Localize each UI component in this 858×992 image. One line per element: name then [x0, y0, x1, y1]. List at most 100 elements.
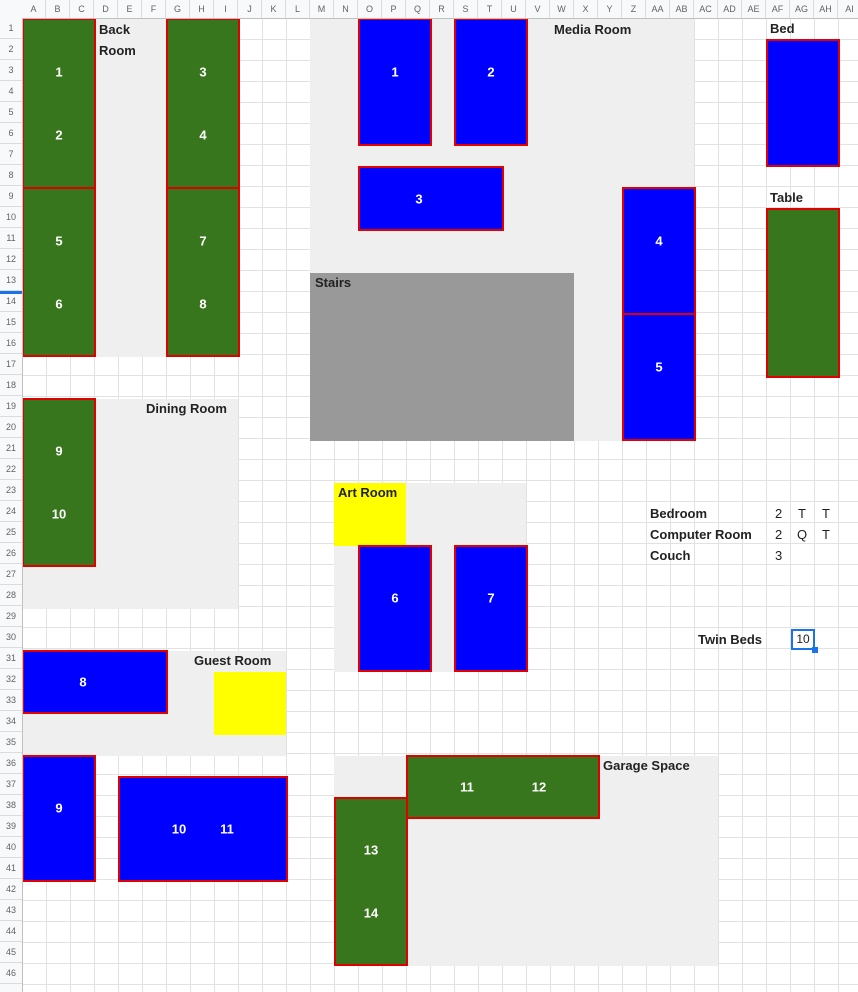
column-header-e[interactable]: E — [118, 0, 142, 18]
column-header-g[interactable]: G — [166, 0, 190, 18]
row-header-19[interactable]: 19 — [0, 396, 22, 417]
row-header-22[interactable]: 22 — [0, 459, 22, 480]
summary-bedroom-count[interactable]: 2 — [775, 506, 783, 521]
row-header-39[interactable]: 39 — [0, 816, 22, 837]
row-header-14[interactable]: 14 — [0, 291, 22, 312]
row-header-29[interactable]: 29 — [0, 606, 22, 627]
row-header-36[interactable]: 36 — [0, 753, 22, 774]
column-header-j[interactable]: J — [238, 0, 262, 18]
row-header-24[interactable]: 24 — [0, 501, 22, 522]
row-header-45[interactable]: 45 — [0, 942, 22, 963]
column-header-af[interactable]: AF — [766, 0, 790, 18]
summary-computer-label[interactable]: Computer Room — [650, 527, 752, 542]
summary-computer-c1[interactable]: Q — [797, 527, 808, 542]
selected-cell-twin-beds-value[interactable]: 10 — [791, 629, 815, 650]
column-header-h[interactable]: H — [190, 0, 214, 18]
row-header-8[interactable]: 8 — [0, 165, 22, 186]
block-bed[interactable] — [766, 39, 840, 167]
row-header-11[interactable]: 11 — [0, 228, 22, 249]
row-header-15[interactable]: 15 — [0, 312, 22, 333]
column-header-w[interactable]: W — [550, 0, 574, 18]
frozen-row-marker[interactable] — [0, 291, 22, 294]
column-header-z[interactable]: Z — [622, 0, 646, 18]
column-header-a[interactable]: A — [22, 0, 46, 18]
column-header-ac[interactable]: AC — [694, 0, 718, 18]
column-header-ag[interactable]: AG — [790, 0, 814, 18]
row-header-1[interactable]: 1 — [0, 18, 22, 39]
column-header-ab[interactable]: AB — [670, 0, 694, 18]
column-header-n[interactable]: N — [334, 0, 358, 18]
summary-bedroom-label[interactable]: Bedroom — [650, 506, 708, 521]
row-header-3[interactable]: 3 — [0, 60, 22, 81]
block-guest-10-11[interactable] — [118, 776, 288, 882]
row-header-38[interactable]: 38 — [0, 795, 22, 816]
column-header-c[interactable]: C — [70, 0, 94, 18]
block-media-4[interactable] — [622, 187, 696, 315]
block-dining-9-10[interactable] — [22, 398, 96, 567]
row-header-25[interactable]: 25 — [0, 522, 22, 543]
row-header-18[interactable]: 18 — [0, 375, 22, 396]
summary-couch-count[interactable]: 3 — [775, 548, 783, 563]
row-header-13[interactable]: 13 — [0, 270, 22, 291]
row-header-37[interactable]: 37 — [0, 774, 22, 795]
row-header-2[interactable]: 2 — [0, 39, 22, 60]
row-header-27[interactable]: 27 — [0, 564, 22, 585]
row-header-7[interactable]: 7 — [0, 144, 22, 165]
column-header-v[interactable]: V — [526, 0, 550, 18]
column-header-ah[interactable]: AH — [814, 0, 838, 18]
row-header-9[interactable]: 9 — [0, 186, 22, 207]
block-back-5-6[interactable] — [22, 187, 96, 357]
column-header-ad[interactable]: AD — [718, 0, 742, 18]
column-header-i[interactable]: I — [214, 0, 238, 18]
block-back-3-4[interactable] — [166, 18, 240, 189]
column-header-q[interactable]: Q — [406, 0, 430, 18]
block-guest-8[interactable] — [22, 650, 168, 714]
column-header-x[interactable]: X — [574, 0, 598, 18]
summary-computer-count[interactable]: 2 — [775, 527, 783, 542]
column-header-o[interactable]: O — [358, 0, 382, 18]
row-header-17[interactable]: 17 — [0, 354, 22, 375]
block-art-7[interactable] — [454, 545, 528, 672]
row-header-42[interactable]: 42 — [0, 879, 22, 900]
column-header-b[interactable]: B — [46, 0, 70, 18]
column-header-k[interactable]: K — [262, 0, 286, 18]
column-header-l[interactable]: L — [286, 0, 310, 18]
summary-bedroom-c1[interactable]: T — [798, 506, 806, 521]
block-back-1-2[interactable] — [22, 18, 96, 189]
column-header-y[interactable]: Y — [598, 0, 622, 18]
block-table[interactable] — [766, 208, 840, 378]
summary-bedroom-c2[interactable]: T — [822, 506, 830, 521]
row-header-40[interactable]: 40 — [0, 837, 22, 858]
row-header-23[interactable]: 23 — [0, 480, 22, 501]
block-guest-9[interactable] — [22, 755, 96, 882]
block-media-1[interactable] — [358, 18, 432, 146]
column-header-t[interactable]: T — [478, 0, 502, 18]
row-header-16[interactable]: 16 — [0, 333, 22, 354]
row-header-32[interactable]: 32 — [0, 669, 22, 690]
column-header-f[interactable]: F — [142, 0, 166, 18]
summary-computer-c2[interactable]: T — [822, 527, 830, 542]
column-header-ae[interactable]: AE — [742, 0, 766, 18]
row-header-33[interactable]: 33 — [0, 690, 22, 711]
row-header-44[interactable]: 44 — [0, 921, 22, 942]
column-header-u[interactable]: U — [502, 0, 526, 18]
block-back-7-8[interactable] — [166, 187, 240, 357]
row-header-5[interactable]: 5 — [0, 102, 22, 123]
block-media-2[interactable] — [454, 18, 528, 146]
row-header-41[interactable]: 41 — [0, 858, 22, 879]
block-media-3[interactable] — [358, 166, 504, 231]
twin-beds-label[interactable]: Twin Beds — [698, 632, 763, 647]
block-garage-11-12[interactable] — [406, 755, 600, 819]
block-garage-13-14[interactable] — [334, 797, 408, 966]
block-art-6[interactable] — [358, 545, 432, 672]
row-header-26[interactable]: 26 — [0, 543, 22, 564]
column-header-ai[interactable]: AI — [838, 0, 858, 18]
column-header-p[interactable]: P — [382, 0, 406, 18]
row-header-30[interactable]: 30 — [0, 627, 22, 648]
row-header-28[interactable]: 28 — [0, 585, 22, 606]
block-media-5[interactable] — [622, 313, 696, 441]
row-header-46[interactable]: 46 — [0, 963, 22, 984]
row-header-34[interactable]: 34 — [0, 711, 22, 732]
column-header-s[interactable]: S — [454, 0, 478, 18]
